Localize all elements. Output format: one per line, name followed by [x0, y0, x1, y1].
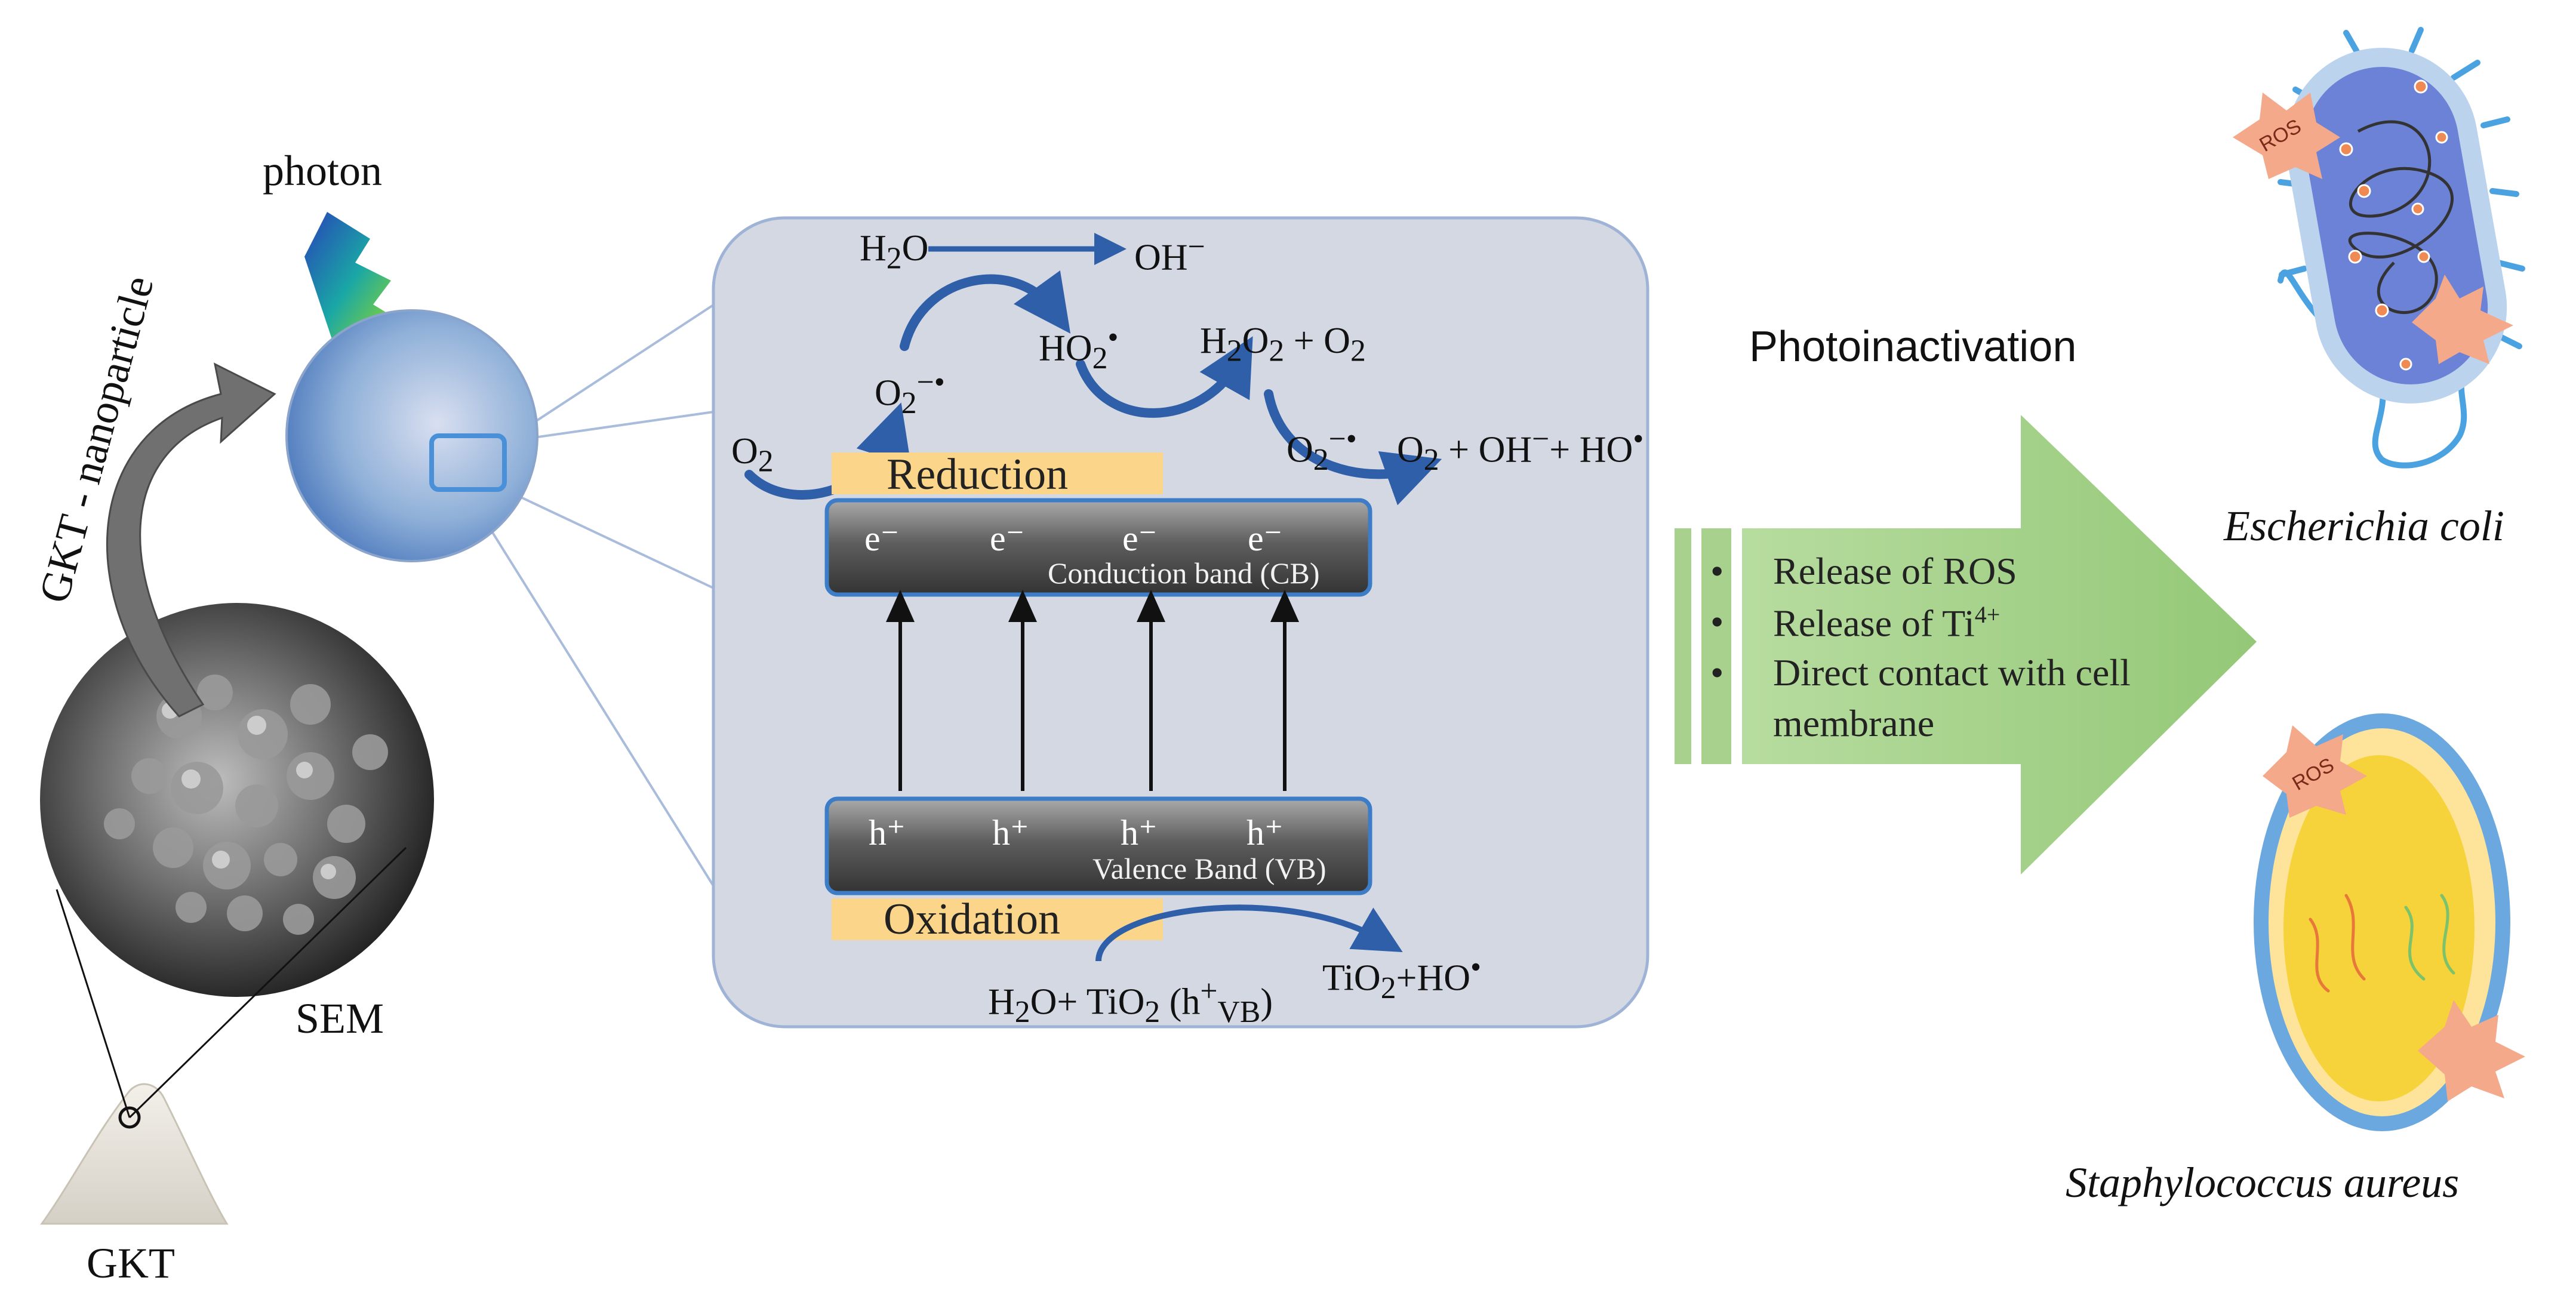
oxidation-curve-arrow	[1095, 904, 1403, 962]
sem-label: SEM	[296, 995, 384, 1042]
peroxide-formula: H2O2 + O2	[1200, 321, 1366, 368]
gkt-label: GKT	[87, 1239, 175, 1287]
zoom-square	[429, 433, 507, 492]
hydroperoxyl-formula: HO2•	[1039, 321, 1119, 376]
mechanism-item-3-line-1: Direct contact with cell	[1773, 651, 2131, 694]
superoxide-formula-1: O2−•	[875, 365, 945, 421]
ros-tag-saureus: ROS	[2288, 753, 2338, 795]
vb-carrier-2: h⁺	[992, 813, 1029, 852]
oxidation-product-formula: TiO2+HO•	[1322, 950, 1482, 1006]
vb-name: Valence Band (VB)	[1092, 852, 1327, 885]
mechanism-item-3-line-2: membrane	[1773, 702, 1935, 744]
cb-carrier-2: e⁻	[990, 519, 1025, 558]
mechanism-bullet-1: •	[1710, 550, 1724, 592]
oxidation-label-bg	[832, 898, 1163, 940]
superoxide-formula-2: O2−•	[1287, 422, 1357, 478]
mechanism-bullet-2: •	[1710, 601, 1724, 643]
cb-carrier-1: e⁻	[864, 519, 900, 558]
hydroxide-formula: OH−	[1134, 230, 1205, 278]
products-formula: O2 + OH−+ HO•	[1397, 422, 1644, 478]
vb-carrier-4: h⁺	[1247, 813, 1284, 852]
saureus-cell	[2254, 713, 2525, 1131]
water-formula: H2O	[860, 228, 929, 276]
mechanism-item-1: Release of ROS	[1773, 550, 2017, 592]
valence-band	[824, 796, 1372, 895]
cb-name: Conduction band (CB)	[1048, 556, 1320, 590]
oxidation-label: Oxidation	[884, 895, 1060, 944]
cb-carrier-4: e⁻	[1248, 519, 1283, 558]
reduction-label-bg	[832, 452, 1163, 494]
ecoli-label: Escherichia coli	[2224, 502, 2504, 550]
mechanism-bullet-3: •	[1710, 651, 1724, 694]
photoinactivation-arrow	[1675, 415, 2257, 875]
gkt-powder-pile	[40, 846, 407, 1225]
oxygen-formula: O2	[731, 431, 774, 479]
reduction-label: Reduction	[887, 450, 1069, 499]
excitation-arrows	[886, 590, 1299, 791]
cb-carrier-3: e⁻	[1122, 519, 1158, 558]
nanoparticle-label: GKT - nanoparticle	[29, 270, 163, 608]
ecoli-cell	[2233, 27, 2525, 469]
saureus-label: Staphylococcus aureus	[2066, 1159, 2460, 1206]
photon-label: photon	[263, 147, 383, 195]
conduction-band	[824, 498, 1372, 597]
photoinactivation-label: Photoinactivation	[1749, 323, 2077, 371]
vb-carrier-3: h⁺	[1121, 813, 1158, 852]
oxidation-reactant-formula: H2O+ TiO2 (h+VB)	[988, 974, 1273, 1030]
sem-micrograph	[40, 603, 434, 997]
nanoparticle-sphere	[285, 309, 538, 562]
mechanism-item-2: Release of Ti4+	[1773, 601, 2001, 645]
curved-arrow-icon	[106, 362, 276, 718]
ros-tag-ecoli: ROS	[2255, 115, 2306, 156]
vb-carrier-1: h⁺	[869, 813, 906, 852]
